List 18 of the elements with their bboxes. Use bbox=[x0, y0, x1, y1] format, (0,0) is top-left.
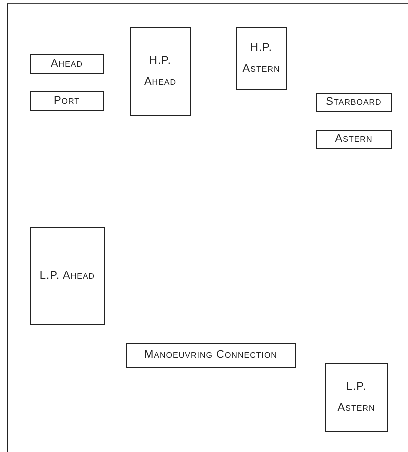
label-box bbox=[126, 343, 296, 368]
node-label: H.P. Astern bbox=[242, 40, 282, 76]
node-label: Manoeuvring Connection bbox=[144, 348, 278, 364]
node-label: Port bbox=[54, 94, 80, 109]
valve-box bbox=[30, 227, 105, 325]
label-box bbox=[30, 91, 104, 111]
node-label: Starboard bbox=[326, 95, 382, 110]
node-label: H.P. Ahead bbox=[143, 54, 178, 90]
node-label: Ahead bbox=[50, 56, 84, 72]
valve-box bbox=[130, 27, 191, 116]
valve-box bbox=[325, 363, 388, 432]
valve-box bbox=[236, 27, 287, 90]
label-box bbox=[30, 54, 104, 74]
node-label: L.P. Astern bbox=[336, 380, 376, 416]
node-label: Astern bbox=[335, 132, 373, 148]
label-box bbox=[316, 93, 392, 112]
label-box bbox=[316, 130, 392, 149]
node-label: L.P. Ahead bbox=[38, 268, 96, 284]
